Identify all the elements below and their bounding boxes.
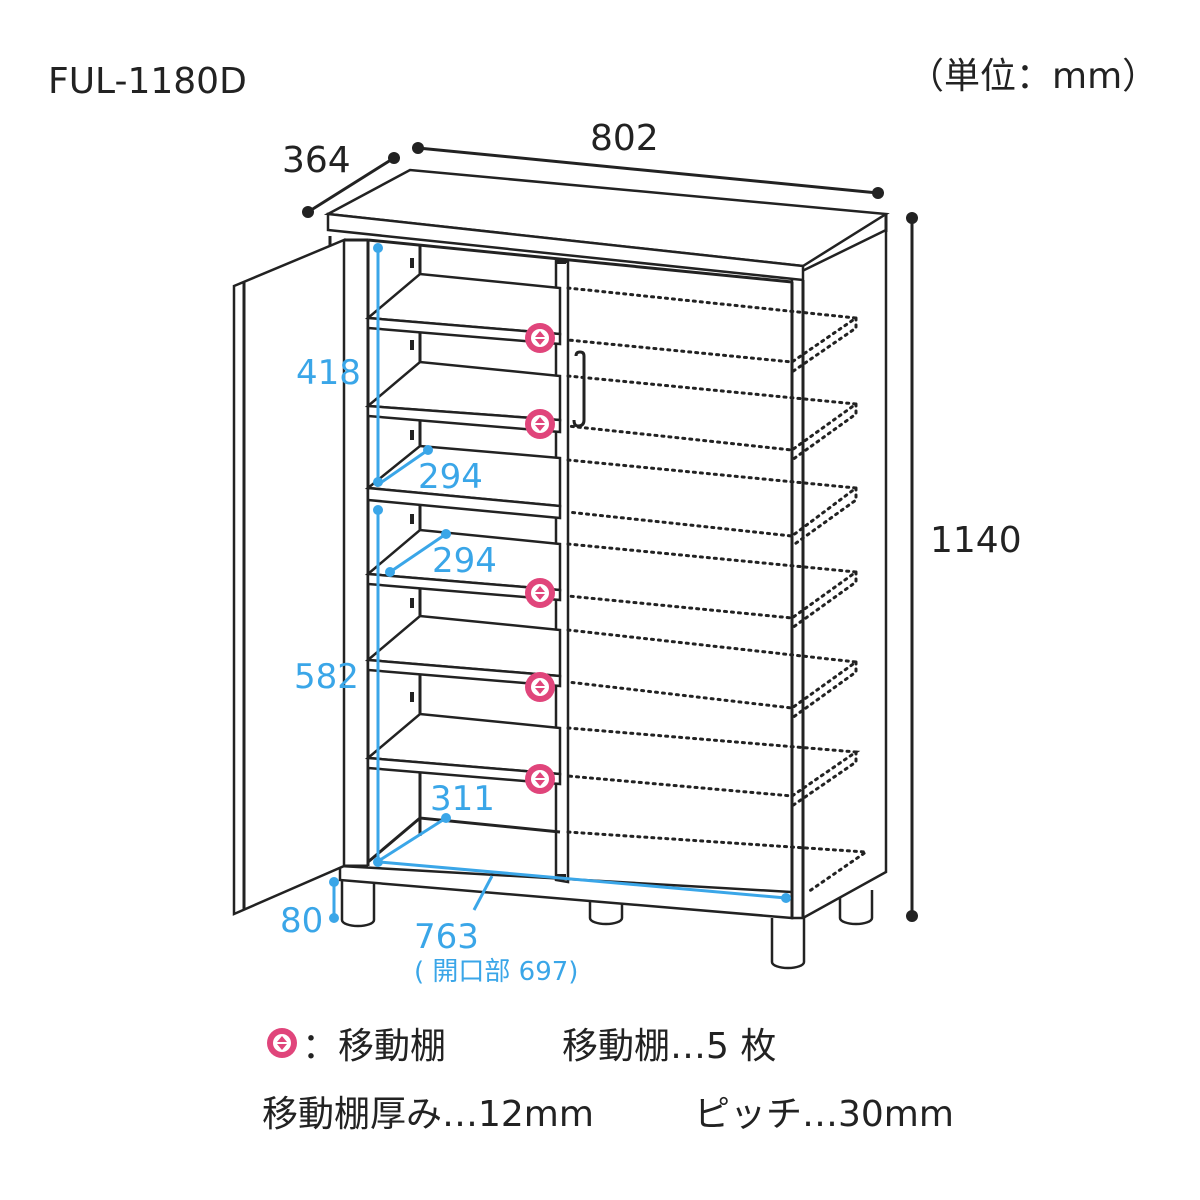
up-down-arrow-icon [525, 323, 555, 353]
unit-label: （単位：mm） [908, 56, 1158, 97]
legend-shelf-thickness: 移動棚厚み…12mm [262, 1094, 594, 1135]
shelves [364, 258, 566, 880]
up-down-arrow-icon [525, 578, 555, 608]
up-down-arrow-icon [525, 409, 555, 439]
shelf-depth-label-1: 294 [418, 457, 483, 497]
open-door [232, 238, 368, 916]
legs [340, 880, 874, 970]
width-label: 802 [590, 118, 659, 159]
up-down-arrow-icon [525, 672, 555, 702]
depth-label: 364 [282, 140, 351, 181]
inner-upper-height-label: 418 [296, 353, 361, 393]
inner-lower-height-label: 582 [294, 657, 359, 697]
legend-shelf-count: 移動棚…5 枚 [562, 1026, 776, 1067]
bottom-depth-label: 311 [430, 779, 495, 819]
legend-pitch: ピッチ…30mm [694, 1094, 954, 1135]
height-label: 1140 [930, 520, 1022, 561]
outer-dimensions [302, 142, 918, 922]
model-name: FUL-1180D [48, 61, 247, 102]
up-down-arrow-icon [267, 1028, 297, 1058]
cabinet-body [323, 168, 890, 920]
leg-height-label: 80 [280, 901, 323, 941]
shelf-depth-label-2: 294 [432, 541, 497, 581]
inner-dimensions [329, 243, 791, 923]
inner-width-label: 763 [414, 917, 479, 957]
up-down-arrow-icon [525, 764, 555, 794]
legend-movable-shelf: ：移動棚 [302, 1026, 446, 1067]
hidden-shelves [566, 286, 871, 894]
legend: ：移動棚 移動棚…5 枚 移動棚厚み…12mm ピッチ…30mm [262, 1026, 954, 1135]
opening-width-label: ( 開口部 697) [414, 957, 578, 987]
